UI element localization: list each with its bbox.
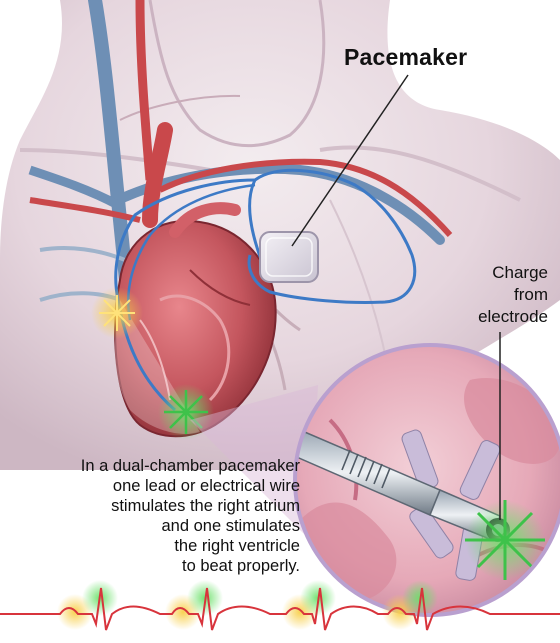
charge-label-line: electrode bbox=[438, 306, 548, 328]
caption-line: In a dual-chamber pacemaker bbox=[0, 456, 300, 476]
charge-label-line: from bbox=[438, 284, 548, 306]
dual-chamber-caption: In a dual-chamber pacemaker one lead or … bbox=[0, 456, 300, 576]
pacemaker-device bbox=[260, 232, 318, 282]
caption-line: to beat properly. bbox=[0, 556, 300, 576]
caption-line: one lead or electrical wire bbox=[0, 476, 300, 496]
caption-line: stimulates the right atrium bbox=[0, 496, 300, 516]
caption-line: the right ventricle bbox=[0, 536, 300, 556]
charge-from-electrode-label: Charge from electrode bbox=[438, 262, 548, 328]
charge-label-line: Charge bbox=[438, 262, 548, 284]
caption-line: and one stimulates bbox=[0, 516, 300, 536]
pacemaker-label: Pacemaker bbox=[344, 44, 467, 71]
